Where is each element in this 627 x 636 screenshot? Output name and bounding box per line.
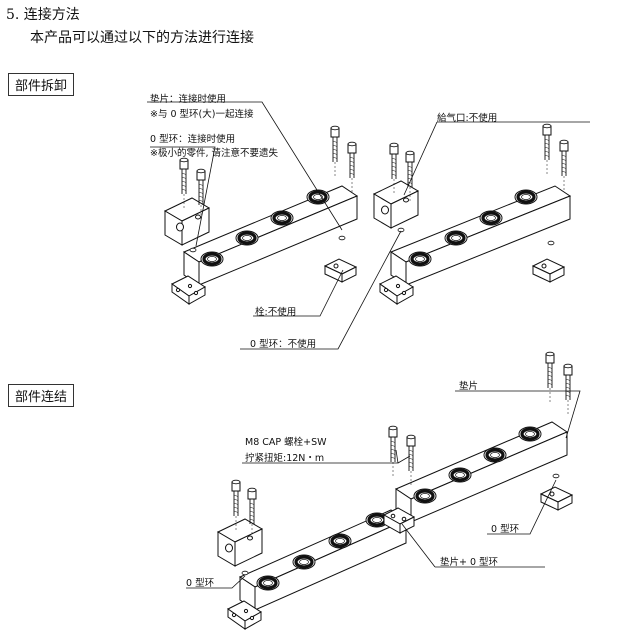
disassembly-label-box: 部件拆卸	[8, 73, 75, 96]
section-subheading: 本产品可以通过以下的方法进行连接	[30, 30, 254, 46]
manifold-bottom-right	[394, 421, 569, 523]
callout-washer-line1: 垫片：连接时使用	[150, 94, 227, 105]
manifold-top-left	[171, 185, 359, 305]
callout-plug: 栓:不使用	[255, 307, 297, 318]
callout-washer-oring: 垫片+ 0 型环	[440, 557, 499, 568]
callout-air-inlet: 給气口:不使用	[437, 113, 498, 124]
callout-bolt-line2: 拧紧扭矩:12N・m	[245, 453, 325, 464]
callout-washer-line2: ※与 0 型环(大)一起连接	[150, 109, 254, 120]
callout-oring-right: 0 型环	[491, 524, 520, 535]
manifold-top-right	[379, 185, 572, 305]
callout-bolt-line1: M8 CAP 螺栓+SW	[245, 437, 327, 448]
plug-block-bottom-right	[539, 486, 574, 511]
callout-washer-bottom: 垫片	[459, 381, 479, 392]
section-heading: 5. 连接方法	[6, 7, 80, 23]
end-block-top-left	[163, 197, 211, 246]
top-leader-lines	[147, 101, 590, 350]
end-block-top-right	[372, 180, 420, 229]
plug-block-top-left	[323, 258, 358, 283]
end-block-bottom-left	[216, 518, 264, 567]
joint-washer	[382, 507, 416, 534]
callout-oring-unused: 0 型环：不使用	[250, 339, 317, 350]
callout-oring-line2: ※极小的零件, 请注意不要遗失	[150, 148, 278, 159]
bottom-leader-lines	[186, 390, 581, 589]
connection-label-box: 部件连结	[8, 384, 75, 407]
callout-oring-left: 0 型环	[186, 578, 215, 589]
plug-block-top-right	[531, 258, 566, 283]
callout-oring-line1: 0 型环：连接时使用	[150, 134, 236, 145]
